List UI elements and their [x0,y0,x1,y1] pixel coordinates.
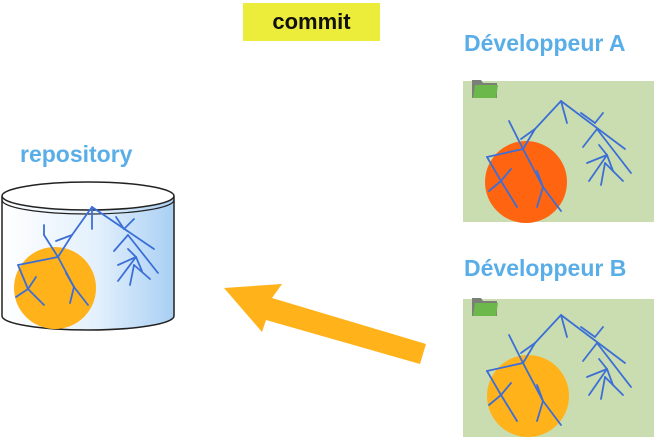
folder-icon [472,80,498,98]
developer-b-workspace [463,298,654,437]
developer-b-tree [486,314,632,426]
developer-b-circle [487,355,569,437]
developer-a-tree [486,100,632,212]
arrow-left-icon [224,284,426,364]
commit-title: commit [243,3,380,41]
repository-label: repository [20,141,133,167]
developer-a-circle [485,141,567,223]
folder-icon [472,298,498,316]
developer-b-label: Développeur B [464,255,627,281]
repository-tree [15,206,159,306]
developer-a-label: Développeur A [464,30,626,56]
repository-circle [14,247,96,329]
developer-a-workspace [463,80,654,223]
